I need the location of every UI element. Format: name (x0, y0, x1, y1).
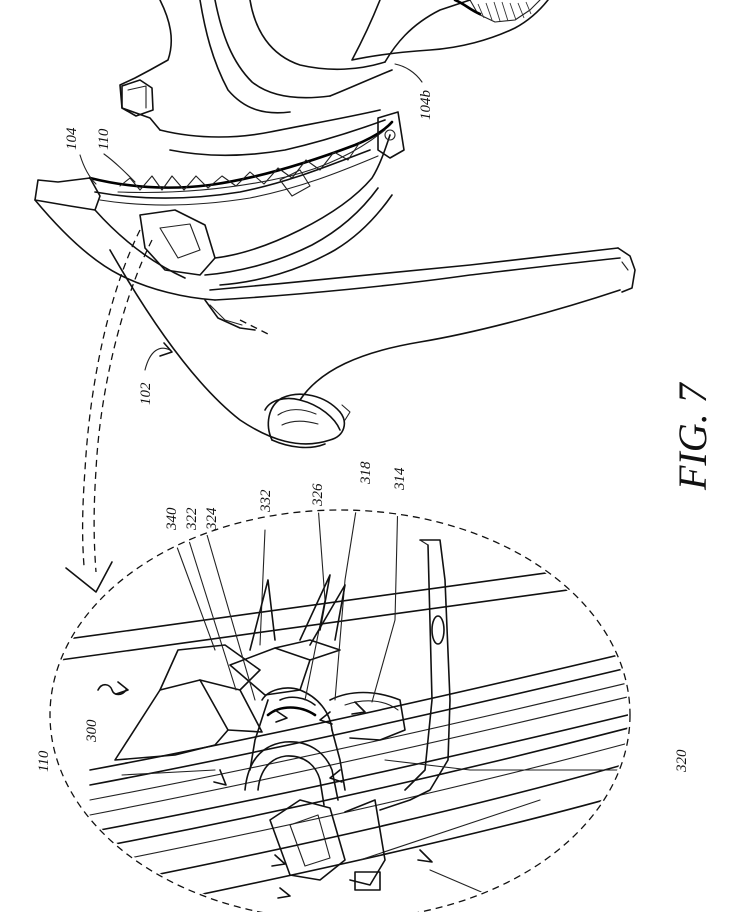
label-314: 314 (392, 467, 408, 491)
detail-view-300 (60, 495, 650, 905)
label-318: 318 (358, 461, 374, 485)
label-322: 322 (184, 507, 200, 531)
detail-boundary (50, 510, 630, 912)
label-340: 340 (164, 507, 180, 531)
label-332: 332 (258, 489, 274, 513)
label-102: 102 (138, 382, 154, 405)
label-326: 326 (310, 483, 326, 507)
label-110-detail: 110 (36, 750, 52, 772)
wire-harness (118, 130, 385, 192)
label-300: 300 (84, 719, 100, 743)
label-104b: 104b (418, 90, 434, 121)
label-104: 104 (64, 127, 80, 150)
label-320: 320 (674, 749, 690, 773)
figure-title: FIG. 7 (670, 381, 715, 491)
label-324: 324 (204, 507, 220, 531)
curved-trim-102 (110, 250, 620, 447)
upper-assembly (35, 0, 635, 334)
label-110-top: 110 (96, 128, 112, 150)
